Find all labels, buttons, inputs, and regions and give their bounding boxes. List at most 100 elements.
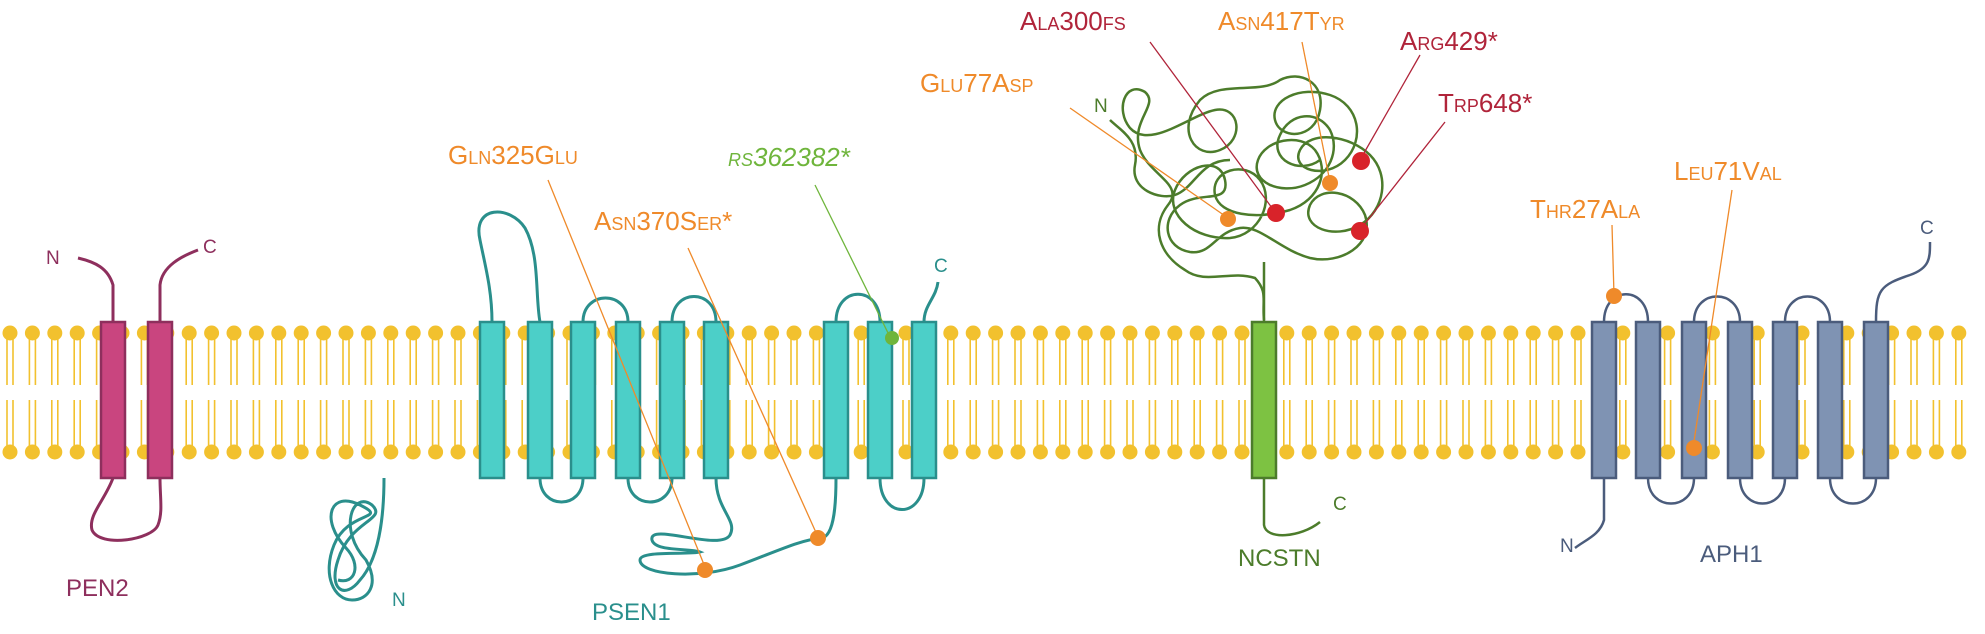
lipid-tail — [969, 400, 977, 446]
lipid-tail — [1955, 400, 1963, 446]
lipid-tail — [1551, 400, 1560, 446]
lipid-head — [853, 444, 869, 460]
pen2-n-label: N — [46, 248, 60, 269]
lipid-head — [1749, 444, 1765, 460]
lipid-tail — [1305, 400, 1313, 446]
lipid-head — [1570, 444, 1586, 460]
ncstn-helix — [1250, 320, 1278, 480]
lipid-head — [1951, 325, 1967, 341]
lipid-head — [2, 444, 18, 460]
lipid-tail — [1462, 339, 1470, 385]
psen1-loop-tm1-tm2 — [477, 210, 542, 323]
leu71val-leader — [1692, 189, 1733, 449]
lipid-head — [1704, 444, 1720, 460]
aph1-loop-tm6-tm7 — [1828, 477, 1878, 505]
lipid-head — [293, 444, 309, 460]
lipid-tail — [1081, 339, 1089, 385]
lipid-head — [24, 444, 40, 460]
lipid-tail — [1932, 339, 1941, 385]
lipid-tail — [1171, 339, 1179, 385]
lipid-tail — [857, 400, 865, 446]
lipid-tail — [297, 339, 305, 385]
lipid-head — [226, 444, 242, 460]
pen2-c-terminus-loop — [158, 248, 199, 322]
psen1-n-label: N — [392, 590, 406, 611]
lipid-head — [1503, 325, 1519, 341]
lipid-tail — [1887, 400, 1896, 446]
lipid-tail — [73, 339, 81, 385]
lipid-head — [786, 325, 802, 341]
lipid-tail — [275, 339, 283, 385]
lipid-head — [1951, 444, 1967, 460]
psen1-helix-9 — [910, 320, 938, 480]
lipid-head — [1055, 444, 1071, 460]
lipid-head — [1749, 325, 1765, 341]
lipid-tail — [140, 339, 149, 385]
lipid-head — [316, 444, 332, 460]
lipid-head — [1525, 444, 1541, 460]
lipid-head — [1525, 325, 1541, 341]
lipid-head — [1413, 325, 1429, 341]
lipid-tail — [364, 400, 373, 446]
lipid-tail — [431, 400, 440, 446]
lipid-head — [965, 444, 981, 460]
lipid-tail — [1529, 400, 1537, 446]
lipid-tail — [1462, 400, 1470, 446]
aph1-helix-7 — [1862, 320, 1890, 480]
lipid-head — [1391, 444, 1407, 460]
lipid-head — [1458, 444, 1474, 460]
lipid-tail — [1708, 339, 1717, 385]
lipid-tail — [431, 339, 440, 385]
lipid-tail — [1036, 400, 1045, 446]
aph1-name-label: APH1 — [1700, 541, 1763, 568]
lipid-tail — [1843, 400, 1851, 446]
lipid-tail — [991, 400, 1000, 446]
psen1-name-label: PSEN1 — [592, 599, 671, 626]
lipid-head — [1704, 325, 1720, 341]
aph1-helix-4 — [1726, 320, 1754, 480]
thr27ala-dot — [1606, 288, 1622, 304]
aph1-loop-tm4-tm5 — [1738, 477, 1787, 505]
lipid-tail — [1215, 339, 1224, 385]
lipid-head — [181, 444, 197, 460]
lipid-tail — [1708, 400, 1717, 446]
lipid-tail — [454, 400, 462, 446]
lipid-head — [271, 444, 287, 460]
rs362382-dot — [885, 331, 899, 345]
lipid-head — [1189, 325, 1205, 341]
lipid-tail — [969, 339, 977, 385]
lipid-tail — [342, 339, 350, 385]
lipid-tail — [1238, 339, 1246, 385]
psen1-protein: N C PSEN1 — [327, 210, 948, 626]
lipid-tail — [1484, 339, 1493, 385]
lipid-tail — [51, 400, 59, 446]
variant-dots — [697, 152, 1702, 578]
psen1-loop-tm7-tm8 — [834, 292, 882, 323]
lipid-tail — [1529, 339, 1537, 385]
lipid-head — [1279, 325, 1295, 341]
lipid-head — [808, 325, 824, 341]
ncstn-protein: N C NCSTN — [1094, 75, 1384, 572]
lipid-head — [764, 325, 780, 341]
lipid-tail — [28, 400, 37, 446]
lipid-head — [1144, 325, 1160, 341]
lipid-head — [1234, 325, 1250, 341]
lipid-tail — [1507, 339, 1515, 385]
lipid-head — [1480, 444, 1496, 460]
lipid-head — [988, 444, 1004, 460]
psen1-helix-6 — [702, 320, 730, 480]
lipid-tail — [767, 339, 776, 385]
lipid-tail — [1574, 400, 1582, 446]
asn370ser-label: Asn370Ser* — [594, 206, 732, 236]
lipid-tail — [252, 339, 261, 385]
lipid-head — [1212, 325, 1228, 341]
aph1-n-terminus — [1574, 478, 1606, 549]
lipid-head — [1346, 444, 1362, 460]
lipid-head — [24, 325, 40, 341]
glu77asp-label: Glu77Asp — [920, 68, 1034, 98]
lipid-head — [450, 325, 466, 341]
psen1-helix-4 — [614, 320, 642, 480]
lipid-tail — [857, 339, 865, 385]
lipid-tail — [767, 400, 776, 446]
